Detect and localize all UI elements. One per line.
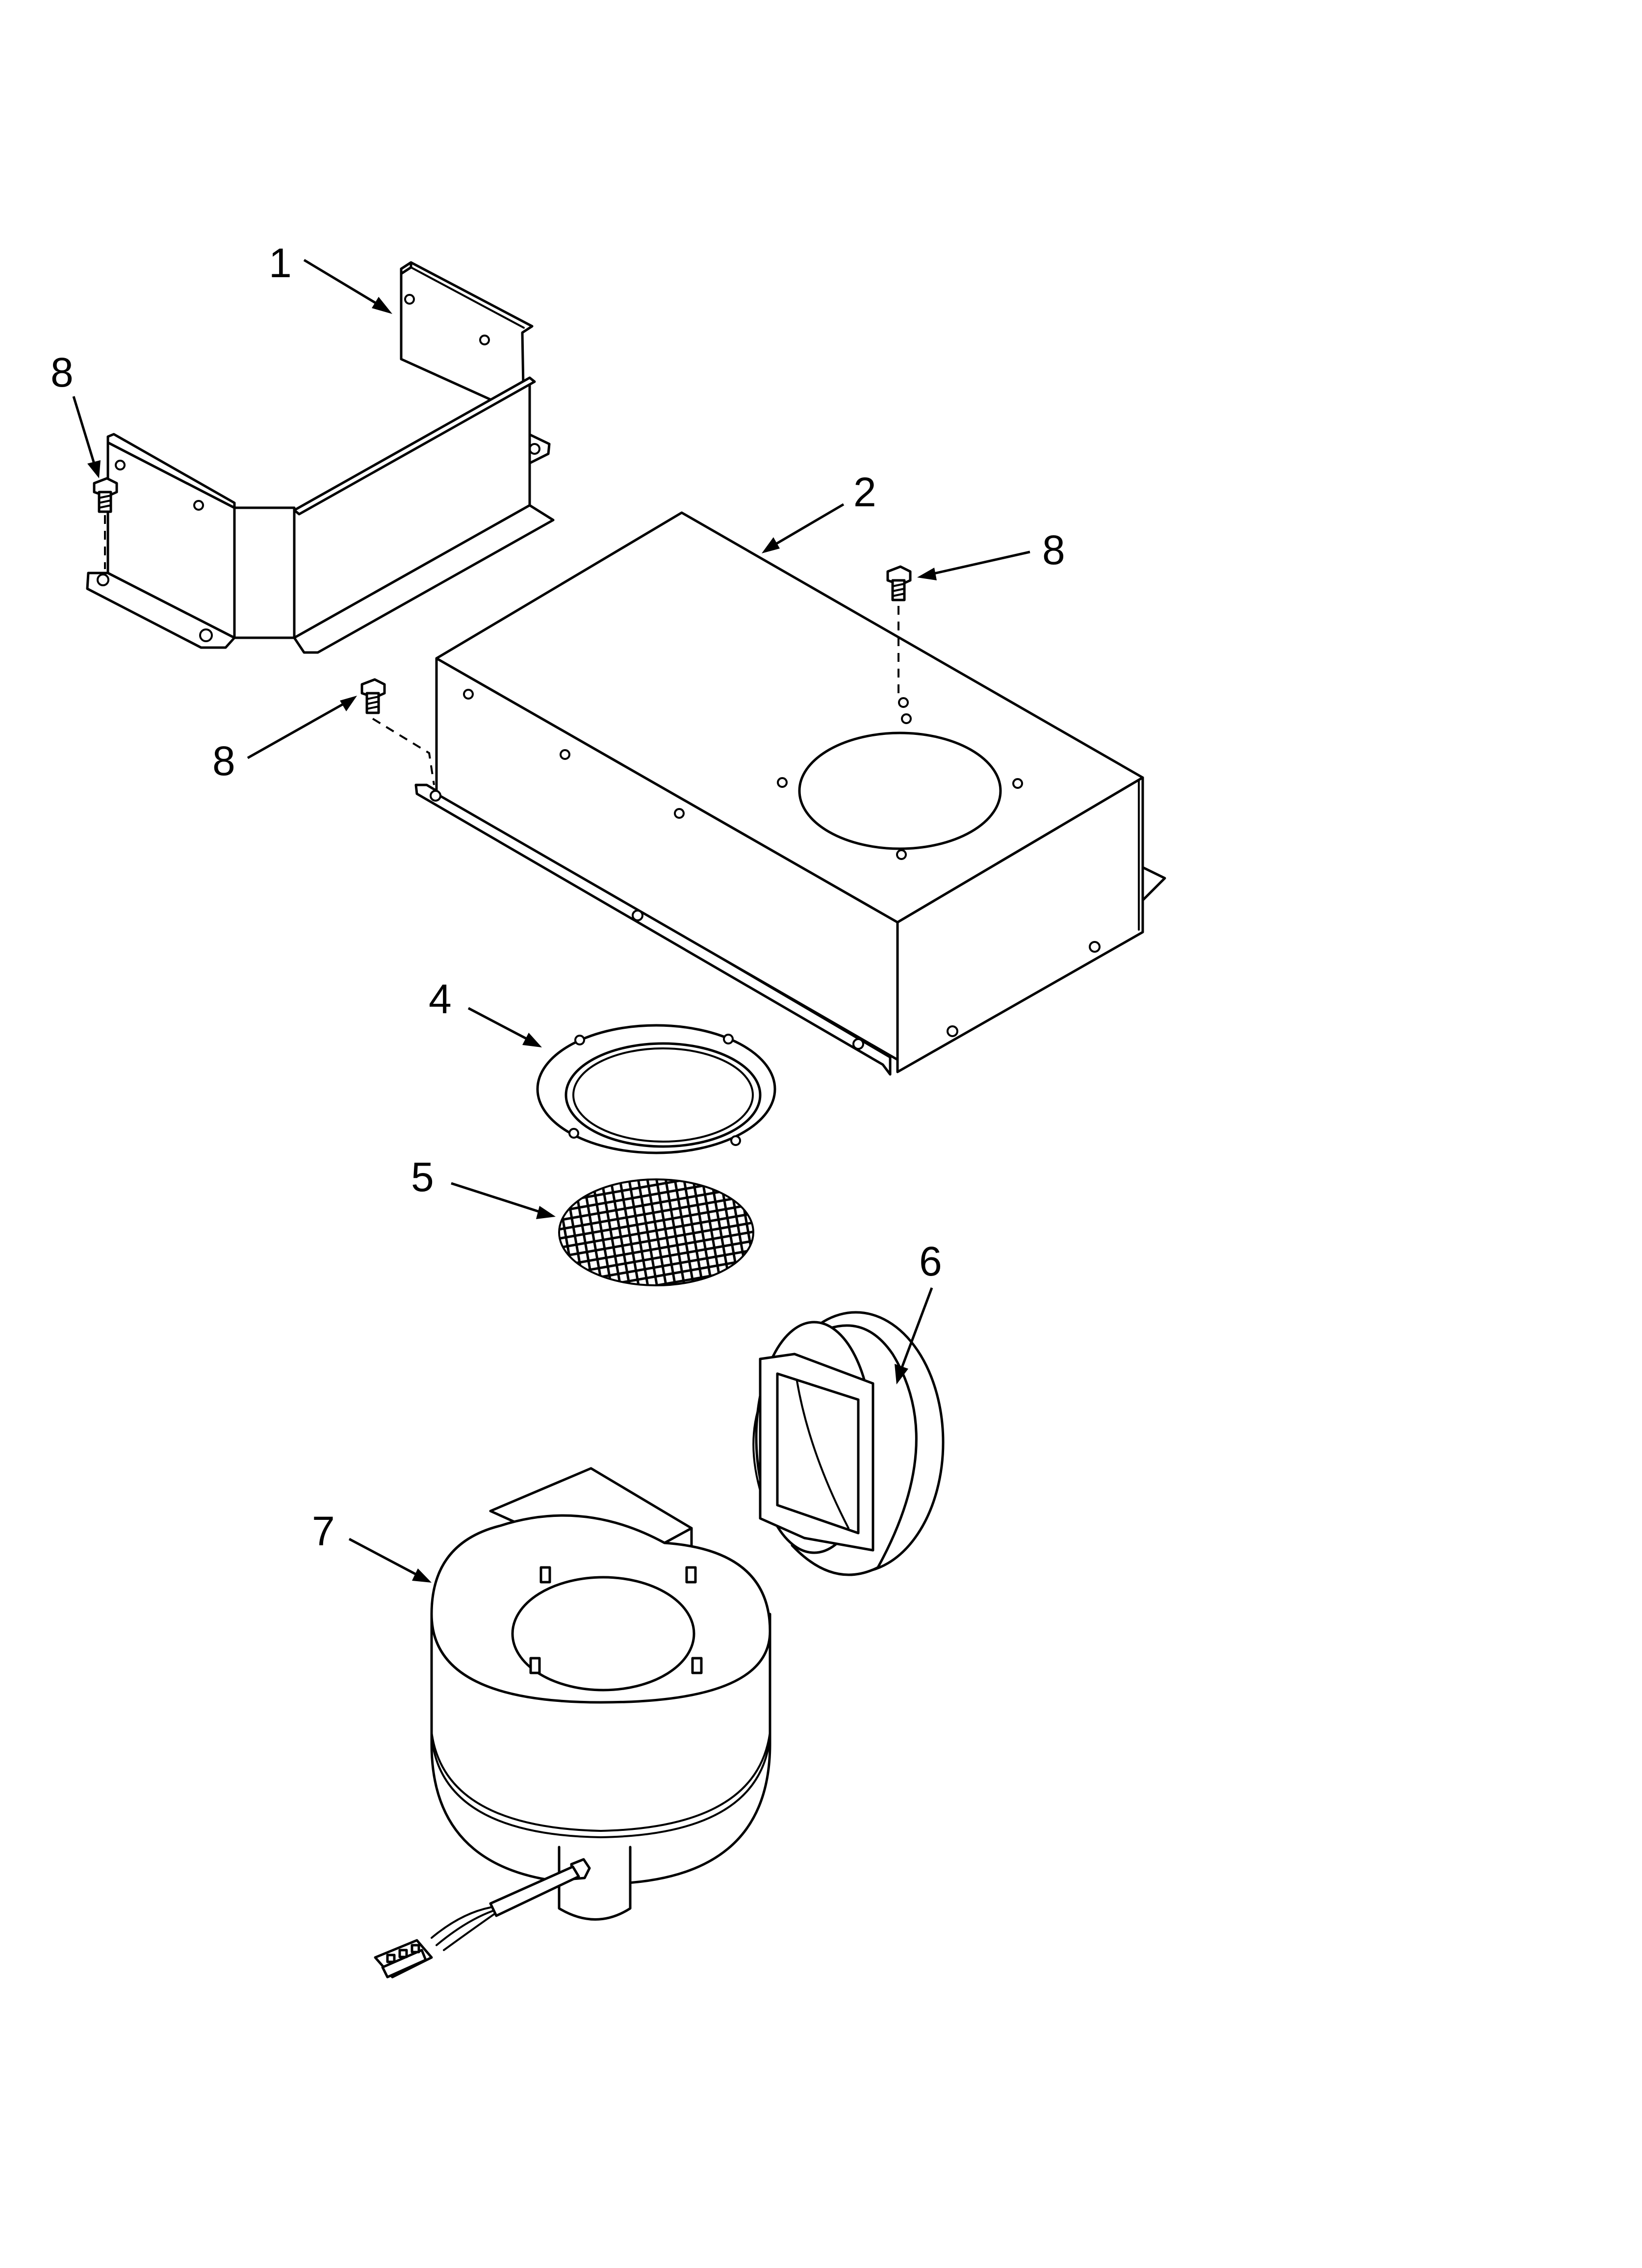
callout-label-4: 4 <box>429 976 452 1022</box>
callout-label-8-right: 8 <box>1042 527 1065 573</box>
callout-label-1: 1 <box>269 240 292 286</box>
callout-label-6: 6 <box>919 1238 942 1284</box>
part-8-screw-right <box>886 565 912 697</box>
part-5-mesh-screen <box>558 1178 754 1286</box>
callout-8-right: 8 <box>917 527 1065 580</box>
callout-5: 5 <box>411 1154 556 1219</box>
callout-7: 7 <box>312 1508 432 1583</box>
callout-label-7: 7 <box>312 1508 335 1554</box>
callout-1: 1 <box>269 240 392 314</box>
callout-label-8-left: 8 <box>51 349 74 395</box>
part-7-blower-motor <box>374 1467 771 1979</box>
part-2-blower-housing <box>414 511 1166 1076</box>
callout-label-5: 5 <box>411 1154 434 1200</box>
part-4-mounting-ring <box>536 1024 776 1154</box>
callout-8-left: 8 <box>51 349 101 478</box>
part-1-mounting-bracket <box>86 261 555 654</box>
part-6-duct-adapter <box>752 1311 945 1576</box>
callout-4: 4 <box>429 976 542 1047</box>
callout-label-8-center: 8 <box>212 738 235 784</box>
callout-2: 2 <box>762 469 876 553</box>
part-8-screw-center <box>360 678 435 785</box>
callout-label-2: 2 <box>853 469 876 515</box>
part-8-screw-left <box>93 477 118 569</box>
callout-8-center: 8 <box>212 696 357 784</box>
callout-6: 6 <box>895 1238 942 1384</box>
